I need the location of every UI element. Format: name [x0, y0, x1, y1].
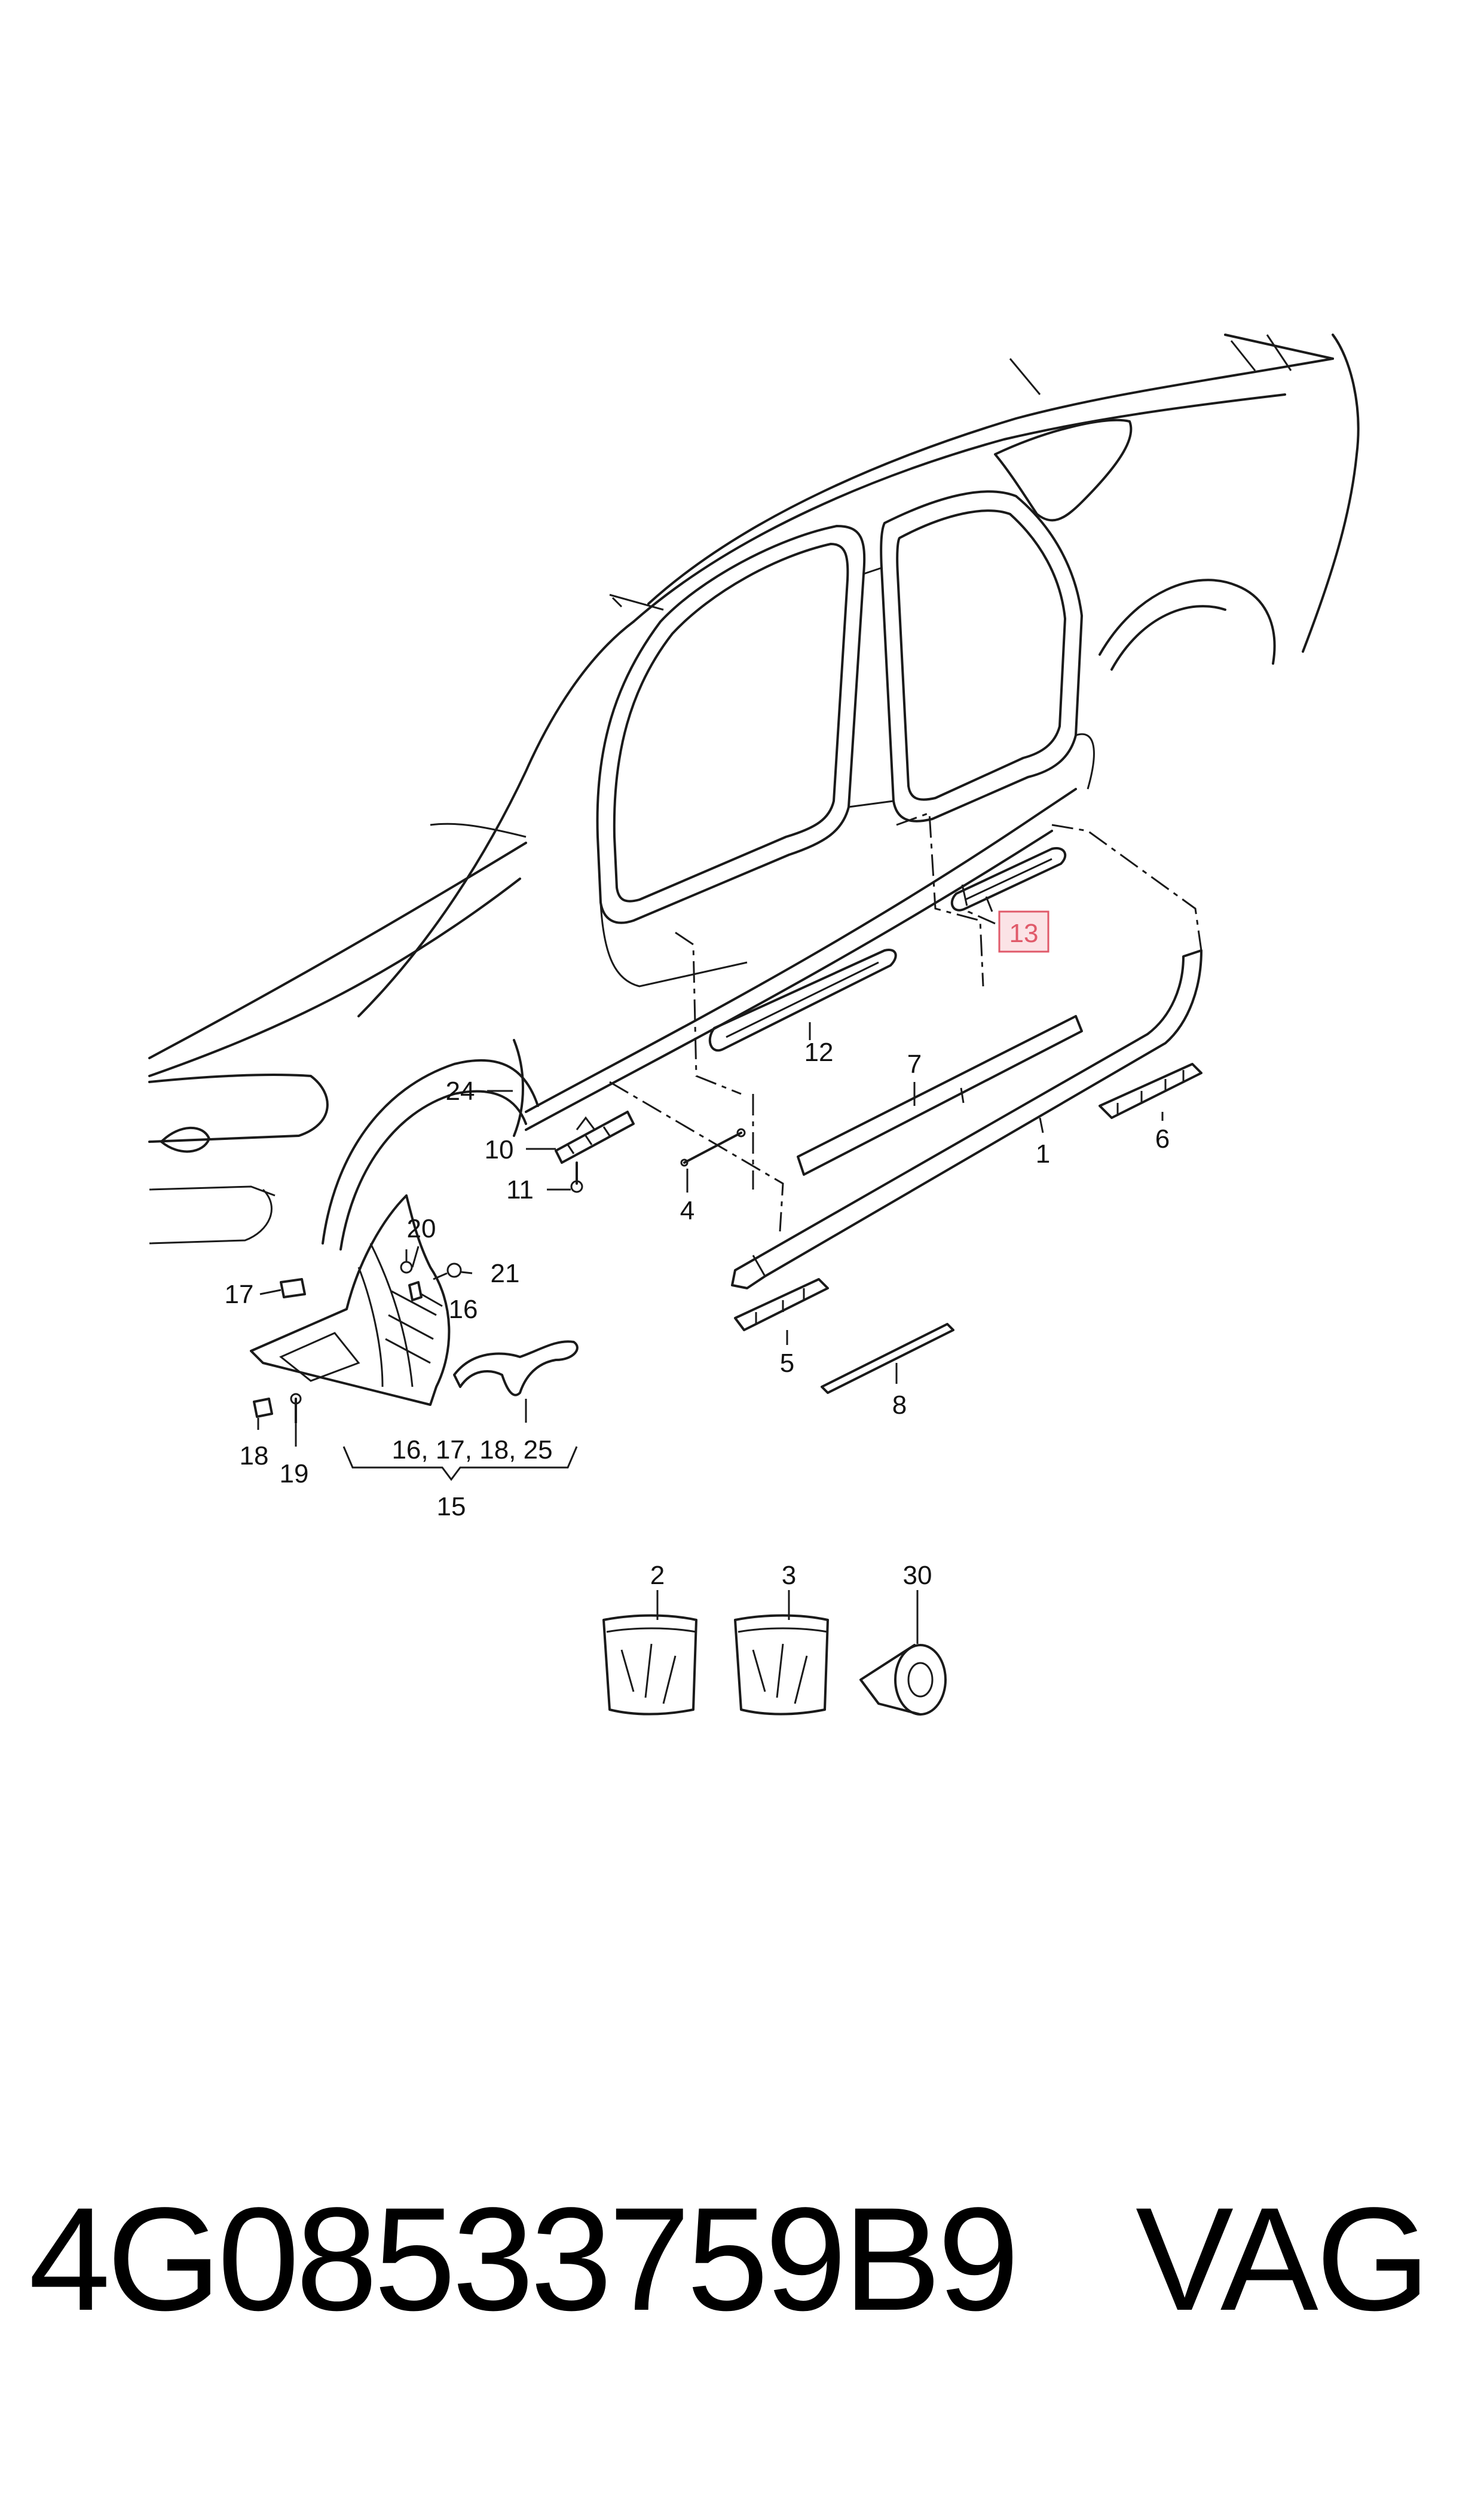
part-20-clip[interactable]	[400, 1249, 413, 1274]
part-5-bracket[interactable]	[734, 1278, 829, 1331]
part-6-bracket[interactable]	[1099, 1063, 1203, 1119]
part-number: 4G08533759B9	[29, 2177, 1020, 2341]
callout-3[interactable]: 3	[782, 1561, 796, 1590]
callout-2[interactable]: 2	[650, 1561, 665, 1590]
part-25-seal[interactable]	[453, 1340, 579, 1396]
callout-labels: 1 7 6 5 8 12 13 4 10 11 24 20 21 16 17 1…	[225, 910, 1170, 1590]
assembly-guide-lines	[609, 811, 1203, 1232]
part-17-clip[interactable]	[280, 1278, 306, 1298]
part-2-bag[interactable]	[602, 1614, 697, 1716]
callout-19[interactable]: 19	[280, 1459, 309, 1488]
callout-21[interactable]: 21	[491, 1259, 520, 1288]
part-3-bag[interactable]	[734, 1614, 829, 1716]
part-18-clip[interactable]	[253, 1398, 273, 1418]
part-13-sill-plate-rear[interactable]	[950, 847, 1067, 912]
car-body-outline	[148, 334, 1360, 1251]
part-24-trim[interactable]	[513, 1039, 524, 1137]
part-19-screw[interactable]	[290, 1393, 302, 1424]
callout-13[interactable]: 13	[1009, 919, 1039, 948]
callout-5[interactable]: 5	[780, 1349, 794, 1378]
part-8-strip[interactable]	[821, 1323, 954, 1394]
callout-30[interactable]: 30	[903, 1561, 932, 1590]
part-21-clip[interactable]	[433, 1262, 462, 1280]
callout-6[interactable]: 6	[1155, 1124, 1170, 1154]
part-11-bolt[interactable]	[570, 1161, 583, 1193]
part-4-rod[interactable]	[680, 1128, 746, 1167]
callout-1[interactable]: 1	[1036, 1139, 1050, 1169]
callout-17[interactable]: 17	[225, 1280, 254, 1309]
part-16-clip[interactable]	[408, 1281, 423, 1301]
callout-8[interactable]: 8	[892, 1390, 907, 1420]
brand-name: VAG	[1136, 2177, 1430, 2341]
callout-20[interactable]: 20	[407, 1214, 436, 1243]
callout-15[interactable]: 15	[437, 1492, 466, 1521]
part-30-tape-roll[interactable]	[859, 1644, 947, 1716]
callout-4[interactable]: 4	[680, 1196, 694, 1225]
leader-lines	[257, 896, 1164, 1644]
part-10-bracket[interactable]	[555, 1111, 635, 1164]
part-12-sill-plate-front[interactable]	[708, 949, 897, 1052]
part-15-wheel-arch-liner[interactable]	[250, 1194, 451, 1406]
part-7-sill-strip[interactable]	[797, 1015, 1083, 1176]
callout-10[interactable]: 10	[485, 1135, 514, 1164]
callout-18[interactable]: 18	[240, 1441, 269, 1471]
callout-11[interactable]: 11	[506, 1175, 534, 1204]
callout-13-highlight[interactable]: 13	[998, 910, 1049, 953]
callout-24[interactable]: 24	[446, 1077, 475, 1106]
callout-16[interactable]: 16	[449, 1295, 478, 1324]
part-1-sill-trim[interactable]	[731, 949, 1203, 1289]
callout-12[interactable]: 12	[804, 1038, 834, 1067]
callout-7[interactable]: 7	[907, 1050, 922, 1079]
callout-16-17-18-25[interactable]: 16, 17, 18, 25	[391, 1435, 552, 1465]
footer: 4G08533759B9 VAG	[0, 2182, 1484, 2337]
